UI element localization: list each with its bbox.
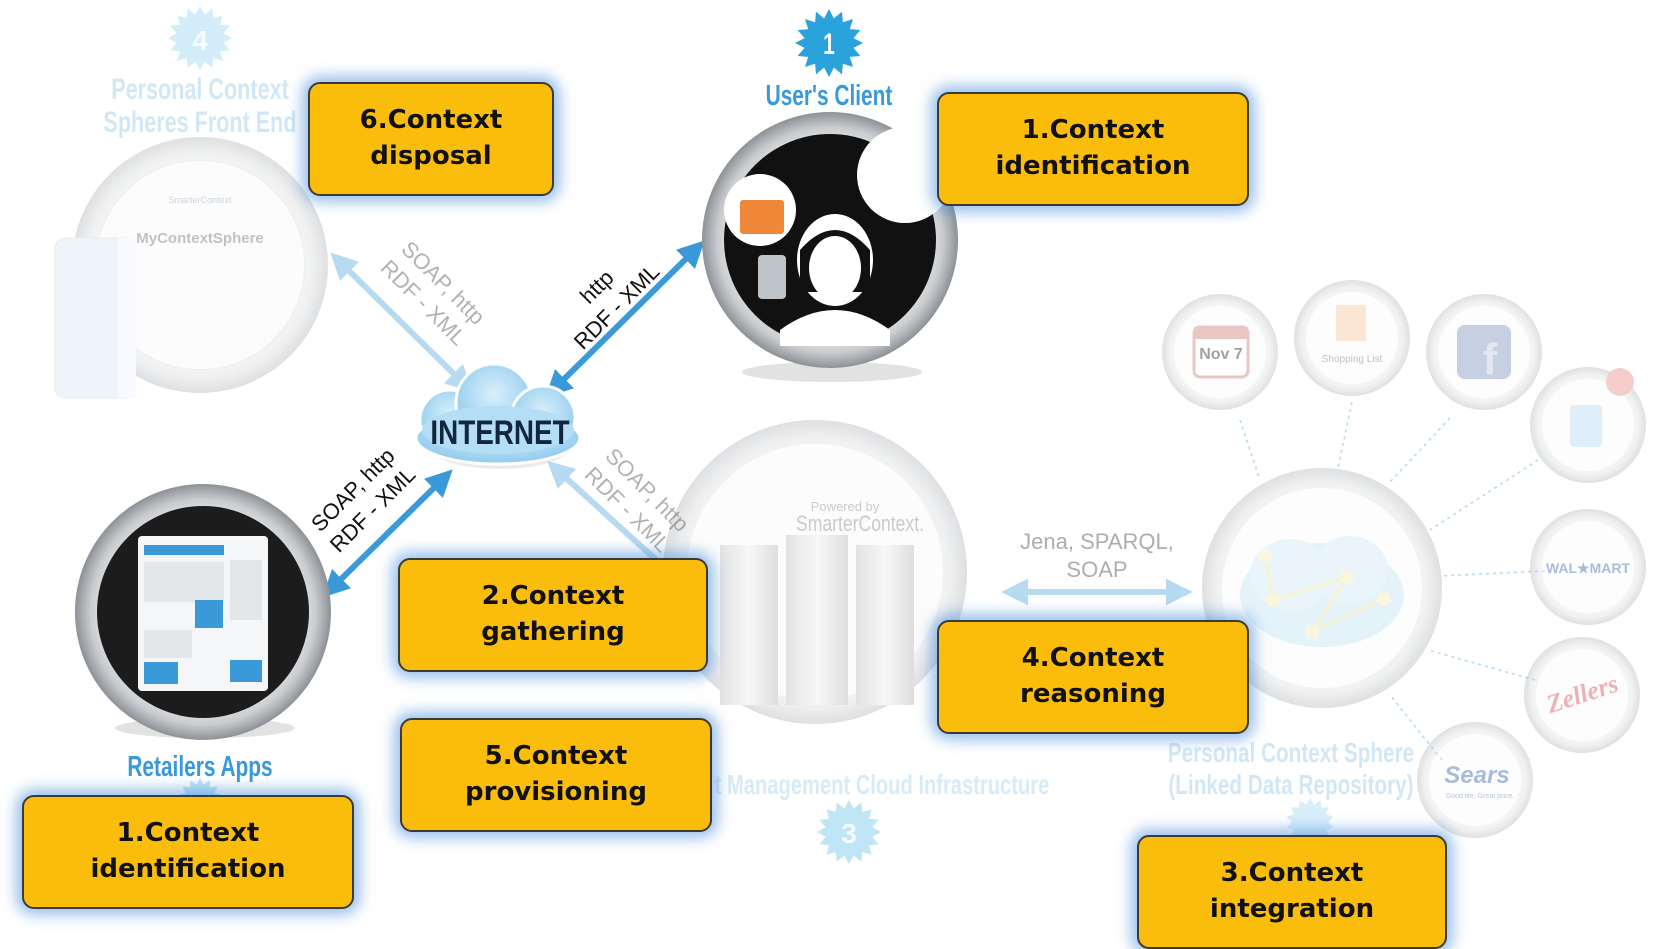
sears-logo: Sears <box>1444 762 1509 789</box>
client-internet-arrow <box>545 240 705 398</box>
satellite-zellers <box>1524 637 1640 753</box>
step-provisioning-number: 5.Context <box>484 741 628 772</box>
badge-4-number: 4 <box>192 25 208 56</box>
step-disposal-box: 6.Context disposal <box>308 82 554 196</box>
protocol-client-line2: RDF - XML <box>569 259 664 354</box>
frontend-internet-arrow <box>330 252 473 393</box>
step-reasoning-number: 4.Context <box>1021 643 1165 674</box>
cloud-label: t Management Cloud Infrastructure <box>715 770 1050 801</box>
shopping-list-label: Shopping List <box>1322 354 1383 365</box>
step-disposal-name: disposal <box>370 141 492 171</box>
step-identification-top-number: 1.Context <box>1021 115 1165 146</box>
step-reasoning-box: 4.Context reasoning <box>937 620 1249 734</box>
step-identification-bottom-box: 1.Context identification <box>22 795 354 909</box>
internet-cloud <box>414 362 582 469</box>
badge-1 <box>795 9 863 77</box>
step-disposal-number: 6.Context <box>359 105 503 136</box>
badge-3-number: 3 <box>841 818 857 849</box>
retailers-apps-node <box>75 484 331 740</box>
cloud-internet-arrow <box>547 460 668 571</box>
satellite-shopping-list <box>1294 280 1410 396</box>
front-end-brand: SmarterContext <box>168 195 232 205</box>
sears-tagline: Good life. Great price. <box>1446 793 1515 800</box>
step-integration-box: 3.Context integration <box>1137 835 1447 949</box>
badge-3 <box>817 800 881 864</box>
retailers-apps-label: Retailers Apps <box>127 751 272 783</box>
front-end-label-1: Personal Context <box>111 71 289 105</box>
users-client-node <box>702 112 958 382</box>
step-gathering-box: 2.Context gathering <box>398 558 708 672</box>
satellite-calendar <box>1162 294 1278 410</box>
step-integration-name: integration <box>1209 894 1375 924</box>
protocol-frontend-label: SOAP, http RDF - XML <box>376 236 490 350</box>
step-identification-top-box: 1.Context identification <box>937 92 1249 206</box>
sphere-label-2: (Linked Data Repository) <box>1168 770 1413 801</box>
step-identification-bottom-name: identification <box>90 854 286 884</box>
badge-4 <box>168 6 232 70</box>
retailers-internet-arrow <box>322 469 453 598</box>
badge-5 <box>1286 798 1334 846</box>
cloud-infrastructure-node <box>663 420 967 724</box>
satellite-links <box>1239 401 1546 761</box>
sphere-label-1: Personal Context Sphere <box>1168 738 1414 769</box>
satellite-facebook <box>1426 294 1542 410</box>
step-provisioning-box: 5.Context provisioning <box>400 718 712 832</box>
protocol-retailers-label: SOAP, http RDF - XML <box>306 443 420 557</box>
cloud-brand: SmarterContext. <box>796 512 924 536</box>
internet-label: INTERNET <box>430 413 569 451</box>
step-gathering-name: gathering <box>481 617 625 647</box>
satellite-sears <box>1417 722 1533 838</box>
step-identification-top-name: identification <box>995 151 1191 181</box>
cloud-brand-small: Powered by <box>811 499 880 514</box>
facebook-icon: f <box>1483 335 1498 384</box>
step-provisioning-name: provisioning <box>465 777 647 807</box>
step-reasoning-name: reasoning <box>1020 679 1166 709</box>
calendar-date-label: Nov 7 <box>1199 346 1243 363</box>
front-end-node <box>54 137 328 399</box>
walmart-logo: WAL★MART <box>1546 560 1631 576</box>
step-gathering-number: 2.Context <box>481 581 625 612</box>
step-integration-number: 3.Context <box>1220 858 1364 889</box>
protocol-reasoning-line1: Jena, SPARQL, <box>1020 529 1174 554</box>
protocol-reasoning-line2: SOAP <box>1066 557 1127 582</box>
context-sphere-node <box>1202 468 1442 708</box>
satellite-phone-location <box>1530 367 1646 483</box>
users-client-label: User's Client <box>766 80 893 112</box>
step-identification-bottom-number: 1.Context <box>116 818 260 849</box>
front-end-label-2: Spheres Front End <box>103 104 296 138</box>
badge-1-number: 1 <box>823 29 835 61</box>
front-end-screen-text: MyContextSphere <box>136 230 264 247</box>
satellite-walmart <box>1530 509 1646 625</box>
